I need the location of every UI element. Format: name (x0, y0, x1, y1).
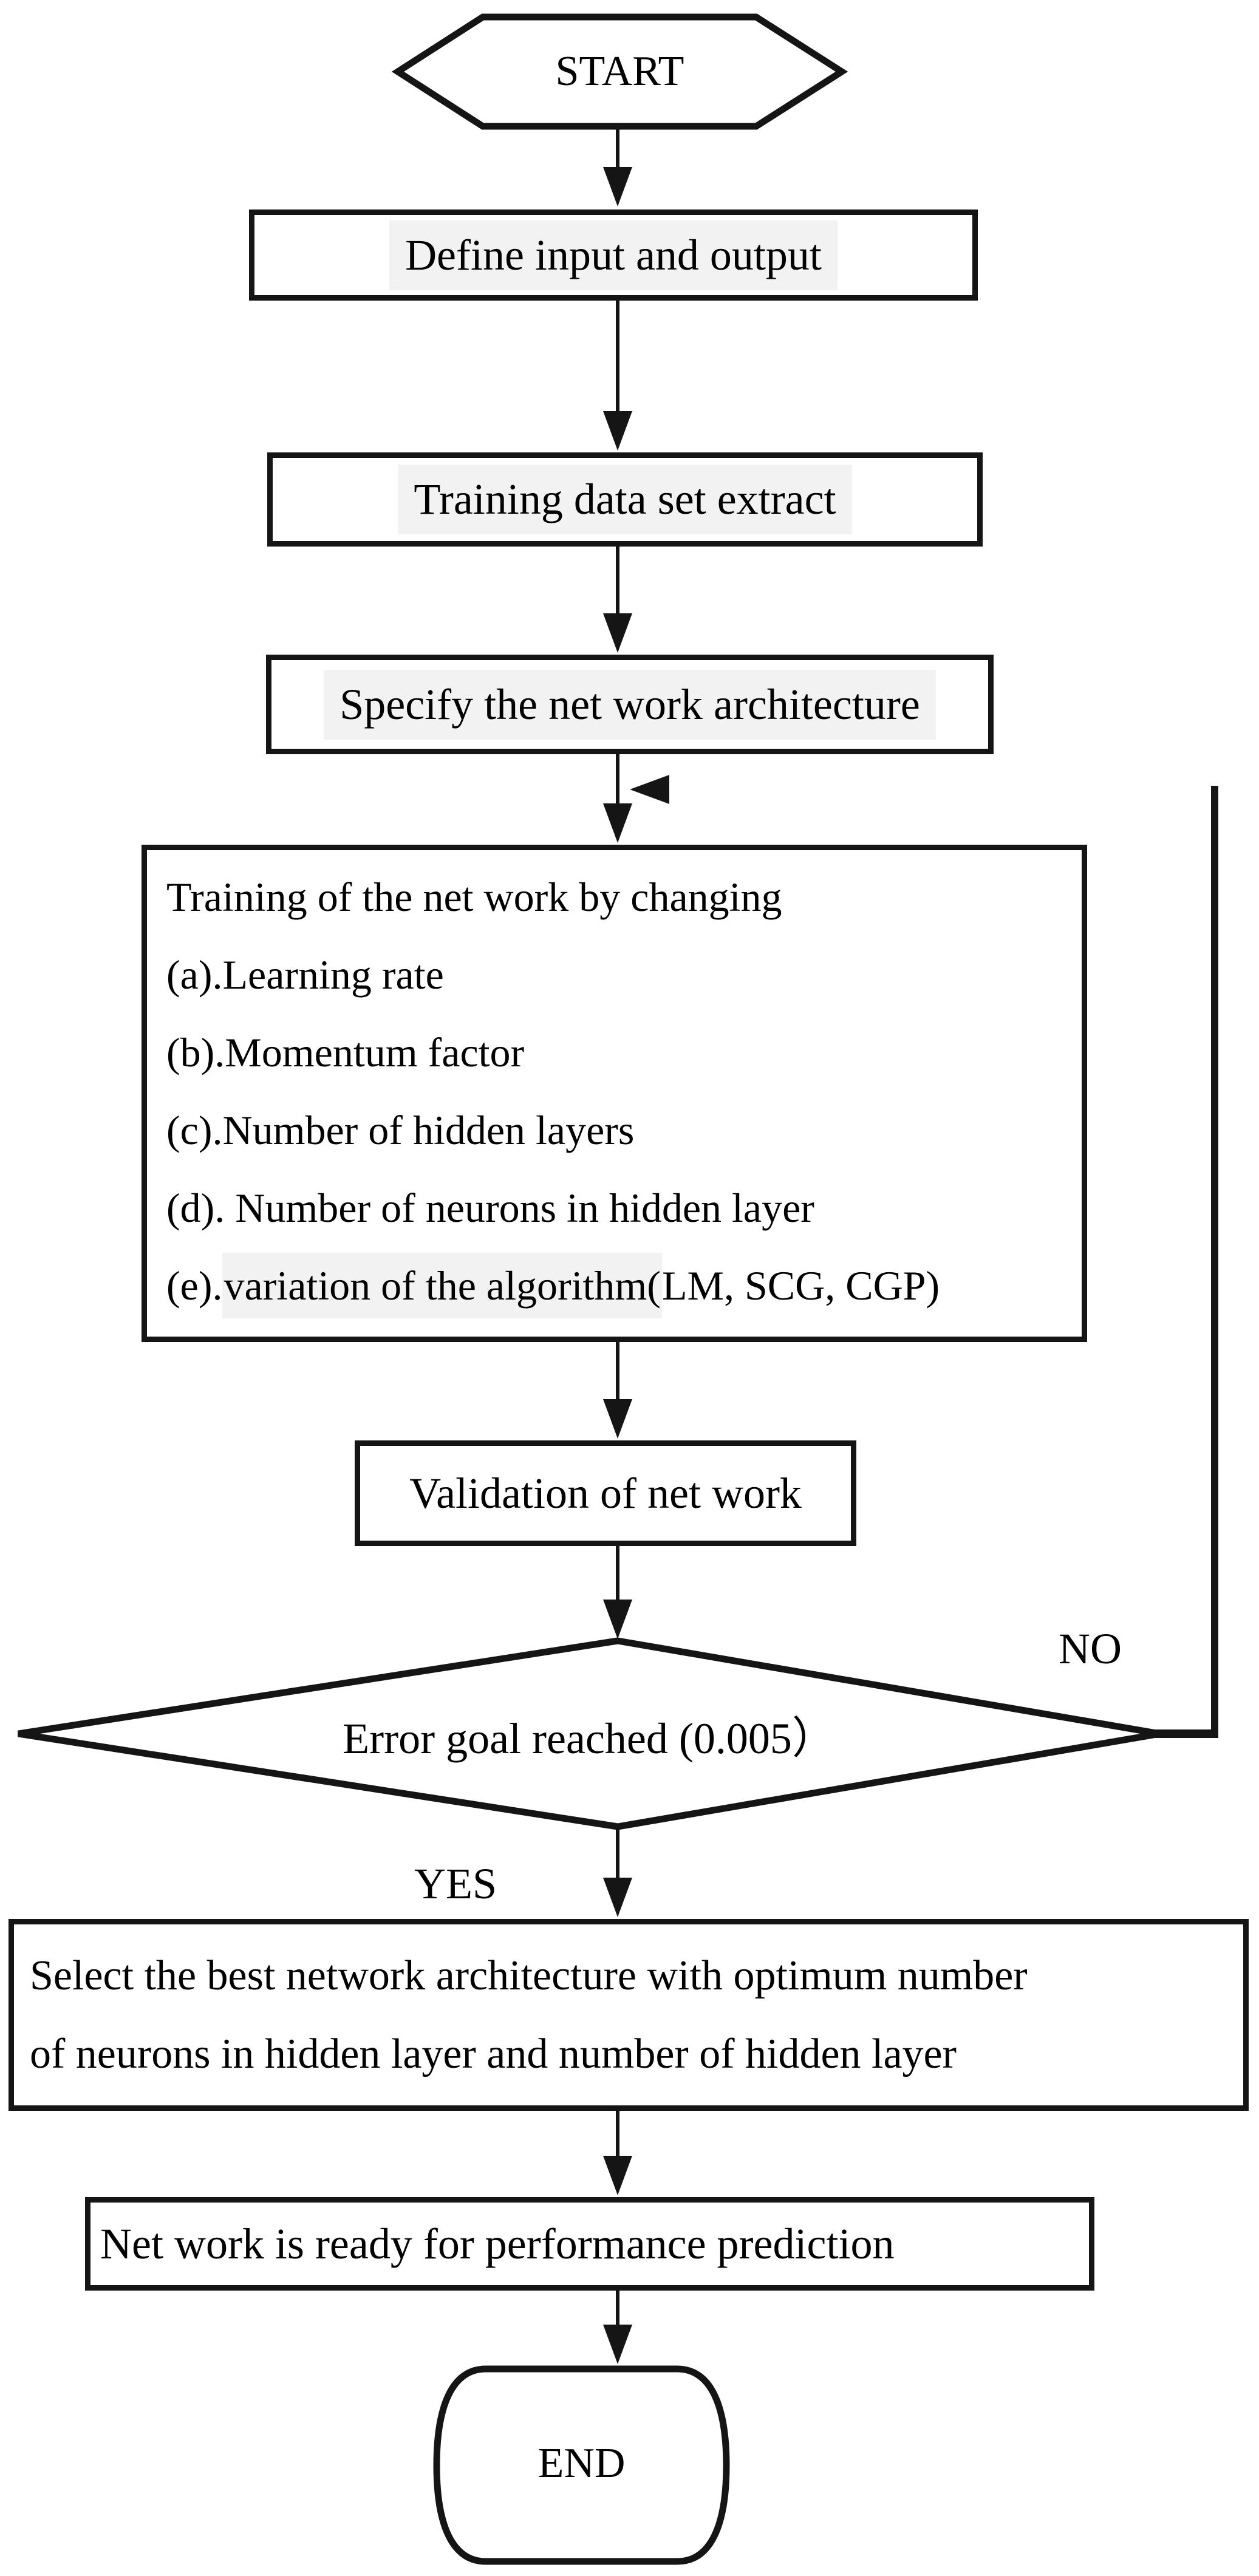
process-specify-architecture: Specify the net work architecture (266, 655, 994, 754)
edge-training-validation-arrowhead (603, 1399, 632, 1439)
edge-validation-decision-arrowhead (603, 1600, 632, 1639)
feedback-left-arrowhead (630, 775, 669, 804)
network-ready-text: Net work is ready for performance predic… (100, 2219, 895, 2268)
end-node-label: END (433, 2366, 730, 2561)
training-item-e-highlighted: variation of the algorithm( (222, 1253, 662, 1318)
end-text: END (537, 2440, 626, 2487)
process-network-ready: Net work is ready for performance predic… (85, 2197, 1094, 2291)
branch-yes-label: YES (386, 1855, 525, 1913)
validation-text: Validation of net work (409, 1468, 802, 1518)
start-text: START (555, 48, 684, 95)
select-best-line2: of neurons in hidden layer and number of… (30, 2030, 957, 2077)
define-io-text: Define input and output (389, 220, 838, 290)
process-select-best-architecture: Select the best network architecture wit… (9, 1919, 1249, 2111)
branch-no-label: NO (1026, 1620, 1154, 1678)
training-item-e: (e).variation of the algorithm(LM, SCG, … (166, 1253, 1082, 1318)
edge-extract-specify-arrowhead (603, 613, 632, 653)
edge-select-ready-arrowhead (603, 2156, 632, 2195)
edge-ready-end-arrowhead (603, 2325, 632, 2364)
no-text: NO (1059, 1624, 1122, 1673)
training-title: Training of the net work by changing (166, 874, 782, 920)
edge-define-extract-arrowhead (603, 411, 632, 451)
process-define-input-output: Define input and output (249, 210, 978, 301)
yes-text: YES (414, 1859, 497, 1908)
training-item-e-prefix: (e). (166, 1262, 223, 1309)
training-item-e-suffix: LM, SCG, CGP) (661, 1262, 940, 1309)
start-node-label: START (398, 17, 842, 126)
decision-text: Error goal reached (0.005） (343, 1714, 836, 1763)
edge-specify-training-arrowhead (603, 803, 632, 843)
end-terminator-shape (433, 2365, 730, 2565)
edge-start-define-arrowhead (603, 167, 632, 206)
training-item-d: (d). Number of neurons in hidden layer (166, 1185, 814, 1231)
training-item-c: (c).Number of hidden layers (166, 1107, 635, 1153)
specify-architecture-text: Specify the net work architecture (324, 669, 936, 740)
process-validation: Validation of net work (355, 1440, 856, 1546)
start-hexagon-shape (391, 13, 848, 130)
training-item-a: (a).Learning rate (166, 952, 444, 998)
edge-decision-select-arrowhead (603, 1878, 632, 1917)
training-item-b: (b).Momentum factor (166, 1029, 525, 1075)
decision-label: Error goal reached (0.005） (43, 1697, 1136, 1770)
process-training-data-extract: Training data set extract (267, 452, 983, 547)
process-training-loop: Training of the net work by changing (a)… (142, 845, 1087, 1342)
training-extract-text: Training data set extract (398, 465, 852, 534)
select-best-line1: Select the best network architecture wit… (30, 1952, 1028, 1999)
